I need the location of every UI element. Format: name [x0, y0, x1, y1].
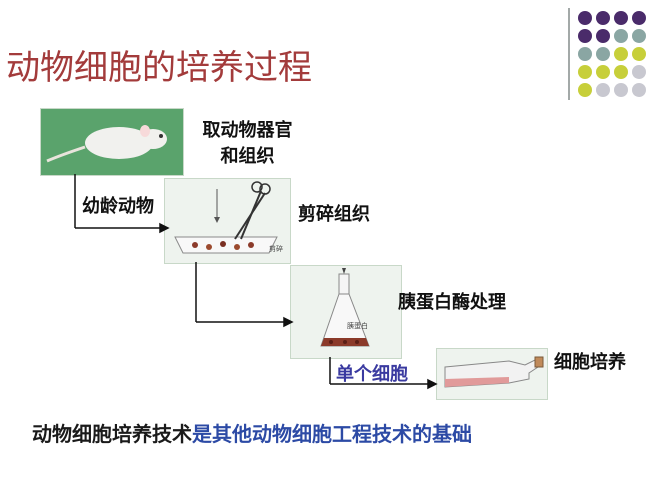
label-cell-culture: 细胞培养	[554, 352, 626, 373]
culture-bottle-image	[436, 348, 548, 400]
decorative-dot	[614, 47, 628, 61]
decorative-dot	[578, 83, 592, 97]
label-take-organs-line1: 取动物器官	[202, 120, 293, 141]
label-mince-tissue: 剪碎组织	[298, 204, 370, 225]
footer-sentence: 动物细胞培养技术是其他动物细胞工程技术的基础	[32, 418, 472, 447]
mouse-image	[40, 108, 184, 176]
footer-part1: 动物细胞培养技术	[32, 422, 192, 446]
dish-label: 剪碎	[269, 244, 283, 253]
decorative-dot	[614, 11, 628, 25]
decorative-dot	[614, 65, 628, 79]
label-trypsin-treatment: 胰蛋白酶处理	[398, 292, 506, 313]
scissors-dish-icon: 剪碎	[165, 179, 290, 263]
label-young-animal: 幼龄动物	[82, 196, 154, 217]
mouse-icon	[41, 109, 183, 175]
decorative-vertical-line	[568, 8, 570, 100]
label-take-organs: 取动物器官 和组织	[190, 116, 305, 168]
decorative-dot	[596, 47, 610, 61]
decorative-dot	[578, 29, 592, 43]
decorative-dot	[596, 29, 610, 43]
decorative-dot-grid	[578, 11, 646, 97]
label-take-organs-line2: 和组织	[220, 146, 275, 167]
decorative-dot	[614, 29, 628, 43]
label-single-cell: 单个细胞	[336, 364, 408, 385]
flask-image: 胰蛋白	[290, 265, 402, 359]
decorative-dot	[596, 11, 610, 25]
decorative-dot	[578, 11, 592, 25]
decorative-dot	[632, 65, 646, 79]
slide-title: 动物细胞的培养过程	[6, 48, 312, 88]
decorative-dot	[632, 29, 646, 43]
flask-label: 胰蛋白	[347, 321, 368, 330]
decorative-dot	[578, 47, 592, 61]
culture-bottle-icon	[437, 349, 547, 399]
decorative-dot	[632, 11, 646, 25]
decorative-dot	[596, 83, 610, 97]
decorative-dot	[614, 83, 628, 97]
decorative-dot	[632, 83, 646, 97]
decorative-dot	[596, 65, 610, 79]
flask-icon: 胰蛋白	[291, 266, 401, 358]
footer-part2: 是其他动物细胞工程技术的基础	[192, 422, 472, 446]
dish-scissors-image: 剪碎	[164, 178, 291, 264]
decorative-dot	[578, 65, 592, 79]
decorative-dot	[632, 47, 646, 61]
